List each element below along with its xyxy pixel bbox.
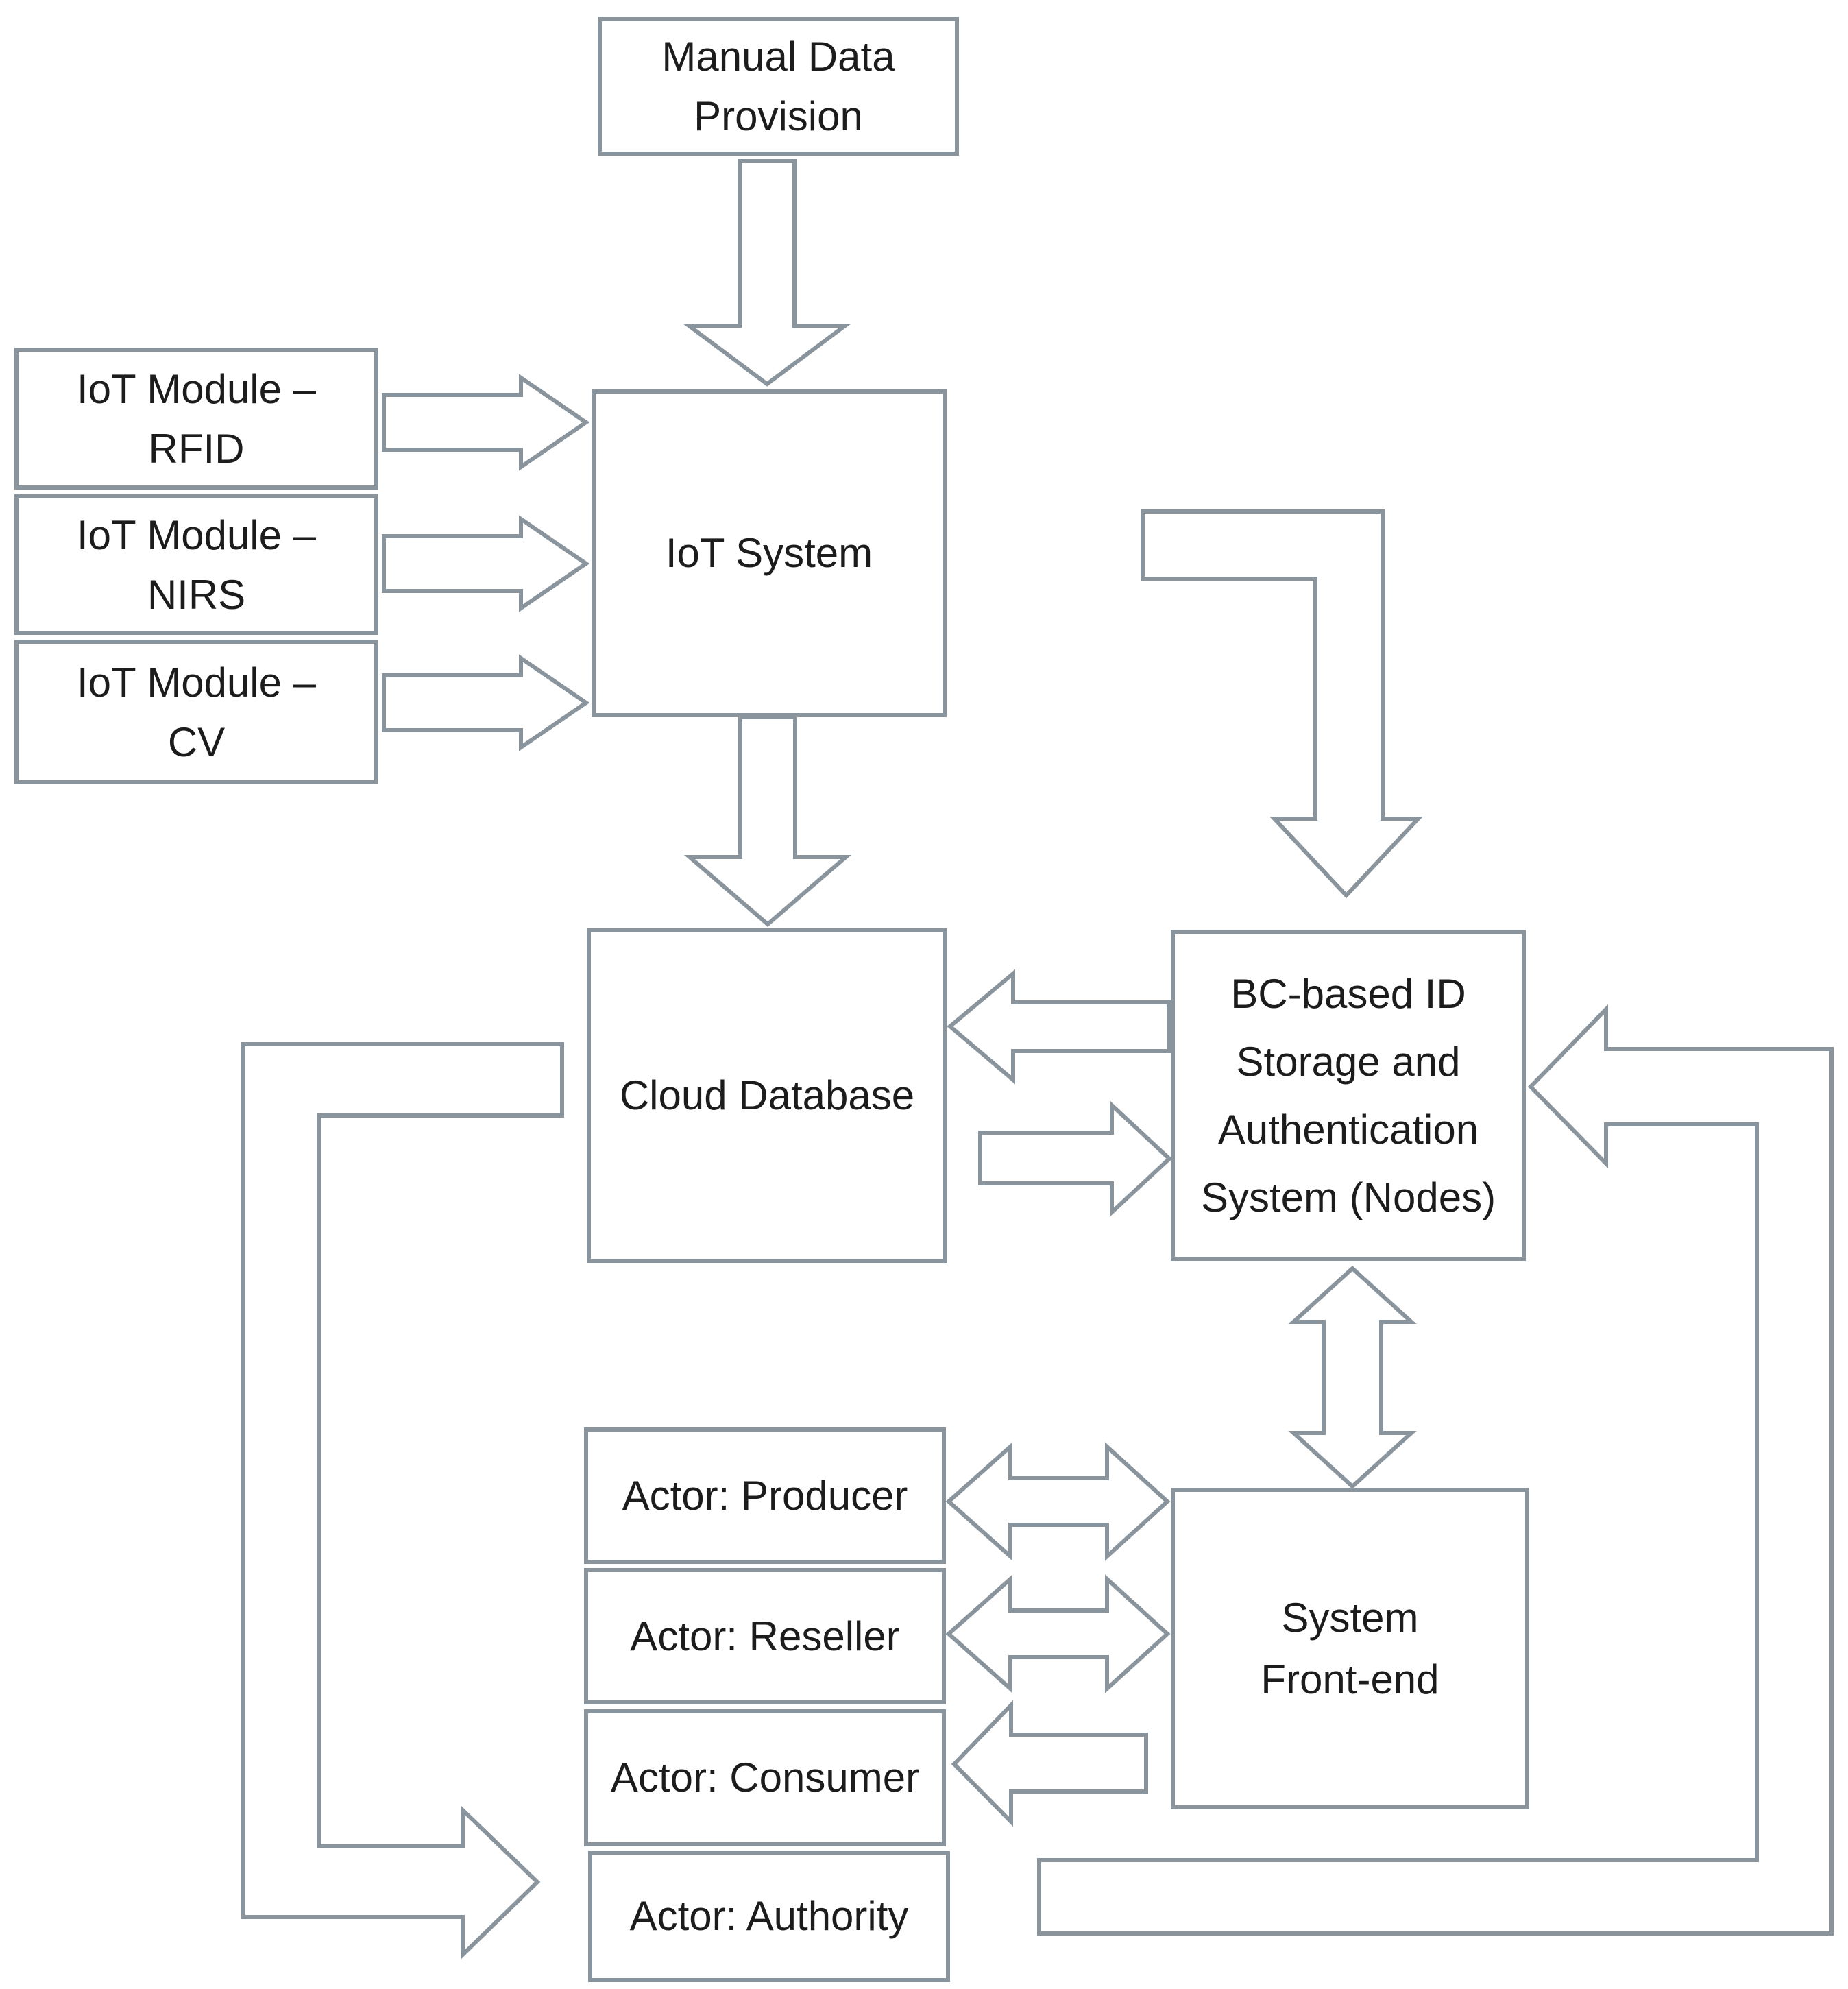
box-system-frontend-label: System Front-end <box>1261 1594 1439 1702</box>
box-system-frontend: System Front-end <box>1171 1488 1529 1809</box>
box-manual-data-provision: Manual Data Provision <box>598 17 959 156</box>
box-cloud-database-label: Cloud Database <box>619 1072 915 1118</box>
box-bc-id-storage-authentication-label: BC-based ID Storage and Authentication S… <box>1200 970 1496 1220</box>
box-actor-reseller-label: Actor: Reseller <box>630 1613 900 1659</box>
box-actor-authority-label: Actor: Authority <box>629 1893 909 1939</box>
box-iot-module-cv-label: IoT Module – CV <box>76 659 317 765</box>
arrow-rfid-to-iot-system-icon <box>382 374 590 471</box>
arrow-nirs-to-iot-system-icon <box>382 515 590 612</box>
box-iot-module-cv: IoT Module – CV <box>14 640 378 784</box>
arrow-frontend-to-bc-elbow-icon <box>1037 1004 1834 1936</box>
arrow-elbow-to-bc-top-icon <box>1141 509 1423 899</box>
box-iot-system-label: IoT System <box>665 530 873 576</box>
arrow-cv-to-iot-system-icon <box>382 654 590 751</box>
box-iot-module-rfid-label: IoT Module – RFID <box>76 365 317 472</box>
box-actor-reseller: Actor: Reseller <box>584 1568 946 1704</box>
box-bc-id-storage-authentication: BC-based ID Storage and Authentication S… <box>1171 930 1526 1261</box>
box-actor-consumer: Actor: Consumer <box>584 1709 946 1846</box>
box-iot-module-nirs-label: IoT Module – NIRS <box>76 511 317 618</box>
box-iot-system: IoT System <box>592 389 947 717</box>
arrow-cloud-to-authority-elbow-icon <box>241 1042 564 1960</box>
box-iot-module-nirs: IoT Module – NIRS <box>14 494 378 635</box>
arrow-producer-frontend-bidirectional-icon <box>945 1442 1171 1561</box>
box-actor-authority: Actor: Authority <box>588 1851 950 1982</box>
arrow-bc-frontend-bidirectional-icon <box>1288 1265 1417 1490</box>
arrow-bc-to-cloud-icon <box>947 969 1171 1085</box>
box-actor-producer: Actor: Producer <box>584 1427 946 1564</box>
arrow-cloud-to-bc-icon <box>978 1100 1173 1217</box>
box-manual-data-provision-label: Manual Data Provision <box>661 34 895 139</box>
box-actor-producer-label: Actor: Producer <box>622 1472 908 1519</box>
arrow-manual-to-iot-system-icon <box>682 159 852 387</box>
box-iot-module-rfid: IoT Module – RFID <box>14 348 378 490</box>
arrow-reseller-frontend-bidirectional-icon <box>945 1574 1171 1693</box>
arrow-iot-system-to-cloud-icon <box>683 715 852 927</box>
box-cloud-database: Cloud Database <box>587 928 947 1263</box>
box-actor-consumer-label: Actor: Consumer <box>610 1755 920 1800</box>
arrow-frontend-to-consumer-icon <box>951 1700 1148 1827</box>
